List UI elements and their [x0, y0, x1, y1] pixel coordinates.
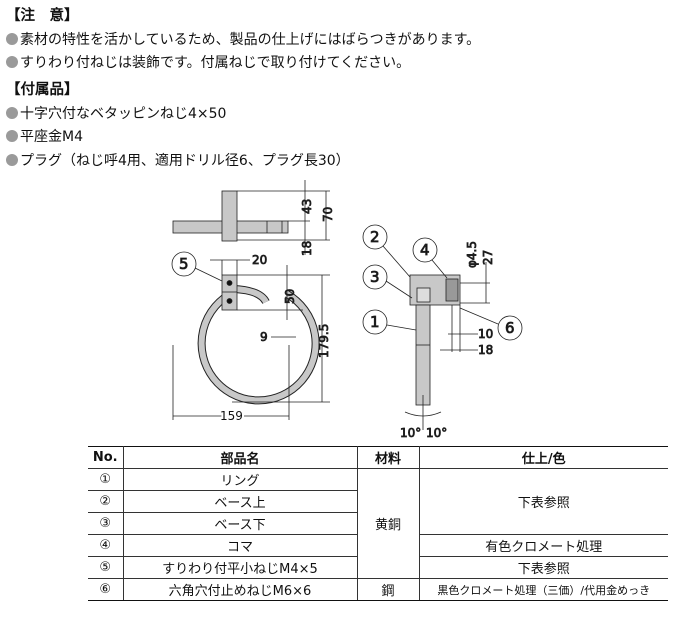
dim-phi-4-5: φ4.5	[465, 241, 479, 268]
bullet-icon	[6, 130, 18, 142]
callout-2: 2	[370, 228, 380, 246]
row-name: ベース下	[122, 512, 357, 535]
top-view	[172, 180, 330, 255]
row-no: ③	[88, 512, 124, 535]
finish-black-chromate: 黒色クロメート処理（三価）/代用金めっき	[418, 578, 668, 601]
angle-right: 10°	[426, 426, 447, 440]
note-text: すりわり付ねじは装飾です。付属ねじで取り付けてください。	[20, 55, 411, 71]
dim-70: 70	[321, 207, 335, 222]
accessories-heading: 【付属品】	[6, 82, 79, 98]
row-name: 六角穴付止めねじM6×6	[122, 578, 358, 601]
callout-6: 6	[505, 319, 515, 337]
dim-9: 9	[260, 330, 268, 344]
dim-18: 18	[300, 241, 314, 256]
dim-20: 20	[252, 253, 267, 267]
ring-front-view	[171, 251, 330, 420]
table-header: No. 部品名 材料 仕上/色	[88, 446, 668, 469]
bullet-icon	[6, 107, 18, 119]
dim-50: 50	[283, 289, 297, 304]
table-row: ⑤ すりわり付平小ねじM4×5 下表参照	[88, 556, 668, 579]
angle-left: 10°	[400, 426, 421, 440]
callout-3: 3	[370, 268, 380, 286]
row-no: ①	[88, 468, 124, 491]
table-row: ④ コマ 有色クロメート処理	[88, 534, 668, 557]
finish-chromate: 有色クロメート処理	[418, 534, 668, 557]
notes-heading: 【注 意】	[6, 8, 79, 24]
callout-5: 5	[179, 255, 189, 273]
row-name: リング	[122, 468, 358, 491]
accessory-item: プラグ（ねじ呼4用、適用ドリル径6、プラグ長30）	[6, 150, 350, 170]
row-no: ②	[88, 490, 124, 513]
row-name: コマ	[122, 534, 358, 557]
callout-1: 1	[370, 313, 380, 331]
header-part-name: 部品名	[122, 446, 358, 469]
material-steel: 鋼	[356, 578, 420, 601]
row-name: すりわり付平小ねじM4×5	[122, 556, 358, 579]
table-row: ① リング 黄銅 下表参照	[88, 468, 668, 579]
bullet-icon	[6, 33, 18, 45]
dim-10: 10	[478, 327, 493, 341]
bullet-icon	[6, 154, 18, 166]
dim-27: 27	[481, 250, 495, 265]
note-item: 素材の特性を活かしているため、製品の仕上げにはばらつきがあります。	[6, 29, 480, 49]
table-row: ② ベース上	[88, 490, 668, 513]
dim-43: 43	[300, 199, 314, 214]
accessory-item: 平座金M4	[6, 126, 83, 146]
row-no: ⑤	[88, 556, 124, 579]
row-name: ベース上	[122, 490, 357, 513]
note-item: すりわり付ねじは装飾です。付属ねじで取り付けてください。	[6, 52, 410, 72]
parts-table: No. 部品名 材料 仕上/色 ① リング 黄銅 下表参照 ② ベース上 ③ ベ…	[88, 446, 668, 601]
header-no: No.	[88, 446, 124, 469]
dim-179-5: 179.5	[317, 324, 331, 358]
dim-159: 159	[220, 409, 243, 423]
bullet-icon	[6, 56, 18, 68]
accessory-text: 十字穴付なベタッピンねじ4×50	[20, 106, 227, 122]
table-row: ⑥ 六角穴付止めねじM6×6 鋼 黒色クロメート処理（三価）/代用金めっき	[88, 578, 668, 601]
header-material: 材料	[356, 446, 420, 469]
side-view	[362, 224, 523, 430]
accessory-text: 平座金M4	[20, 129, 83, 145]
finish-see-below: 下表参照	[418, 556, 668, 579]
row-no: ⑥	[88, 578, 124, 601]
accessory-item: 十字穴付なベタッピンねじ4×50	[6, 103, 226, 123]
dim-18-side: 18	[478, 343, 493, 357]
callout-4: 4	[420, 241, 430, 259]
header-finish: 仕上/色	[418, 446, 668, 469]
finish-see-below: 下表参照	[418, 468, 668, 535]
row-no: ④	[88, 534, 124, 557]
accessory-text: プラグ（ねじ呼4用、適用ドリル径6、プラグ長30）	[20, 153, 350, 169]
material-brass: 黄銅	[356, 468, 420, 579]
note-text: 素材の特性を活かしているため、製品の仕上げにはばらつきがあります。	[20, 32, 481, 48]
